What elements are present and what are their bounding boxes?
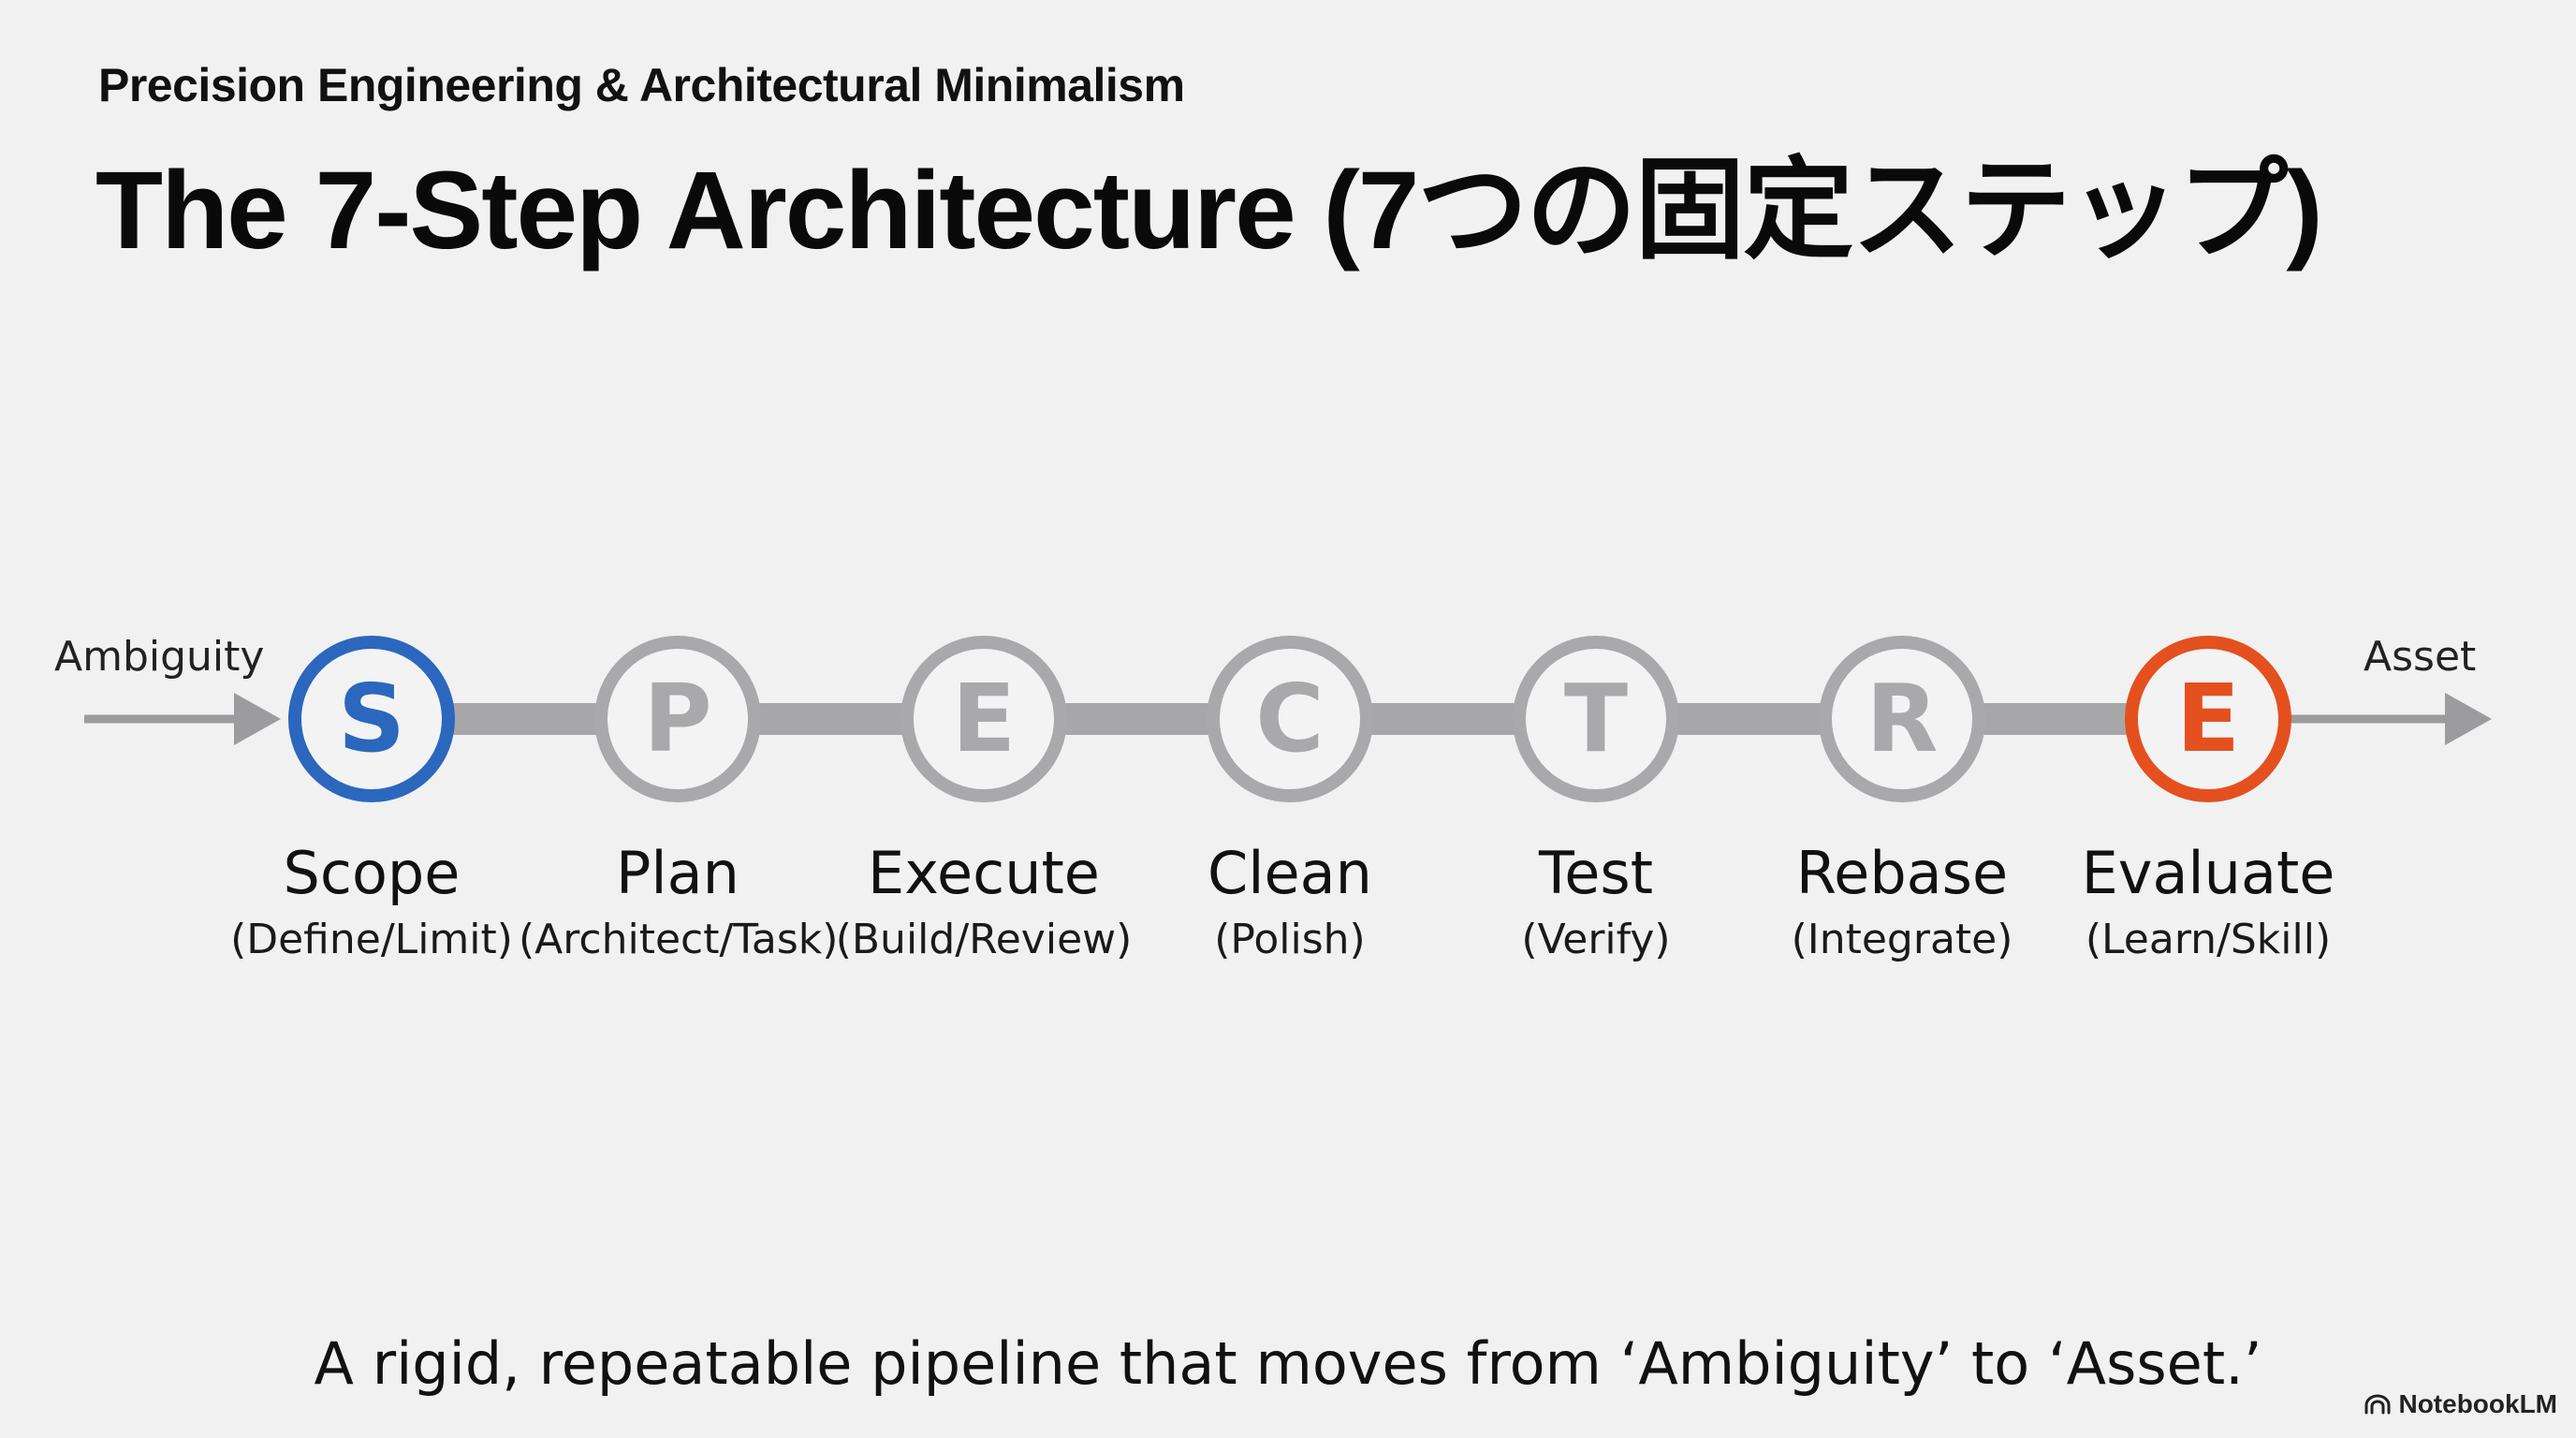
step-subtitle-1: (Define/Limit) — [230, 916, 513, 963]
step-name-7: Evaluate — [2081, 839, 2335, 907]
step-letter-6: R — [1866, 664, 1939, 773]
step-name-1: Scope — [283, 839, 461, 907]
step-node-4 — [1207, 636, 1373, 802]
step-node-6 — [1819, 636, 1985, 802]
step-subtitle-2: (Architect/Task) — [519, 916, 839, 963]
slide-subtitle: Precision Engineering & Architectural Mi… — [98, 59, 1185, 111]
brand-badge: NotebookLM — [2364, 1389, 2557, 1419]
step-node-2 — [594, 636, 761, 802]
step-name-6: Rebase — [1795, 839, 2009, 907]
step-name-2: Plan — [616, 839, 739, 907]
step-node-3 — [900, 636, 1067, 802]
end-arrow-icon — [2284, 693, 2492, 745]
step-subtitle-7: (Learn/Skill) — [2085, 916, 2332, 963]
step-node-5 — [1513, 636, 1679, 802]
step-subtitle-4: (Polish) — [1214, 916, 1366, 963]
step-subtitle-6: (Integrate) — [1791, 916, 2013, 963]
step-letter-1: S — [337, 664, 406, 773]
step-subtitle-5: (Verify) — [1521, 916, 1671, 963]
end-label: Asset — [2364, 633, 2477, 681]
step-letter-4: C — [1255, 664, 1325, 773]
step-name-4: Clean — [1208, 839, 1372, 907]
slide-title: The 7-Step Architecture (7つの固定ステップ) — [95, 149, 2323, 272]
step-letter-2: P — [643, 664, 712, 773]
notebooklm-logo-icon — [2364, 1394, 2391, 1415]
step-letter-3: E — [951, 664, 1017, 773]
step-subtitle-3: (Build/Review) — [835, 916, 1133, 963]
step-node-1 — [288, 636, 455, 802]
tagline: A rigid, repeatable pipeline that moves … — [314, 1329, 2262, 1398]
start-label: Ambiguity — [54, 633, 265, 681]
step-name-3: Execute — [868, 839, 1100, 907]
step-node-7 — [2125, 636, 2291, 802]
step-letter-5: T — [1563, 664, 1629, 773]
start-arrow-icon — [84, 693, 281, 745]
brand-name: NotebookLM — [2398, 1389, 2557, 1418]
step-name-5: Test — [1538, 839, 1654, 907]
step-letter-7: E — [2175, 664, 2241, 773]
